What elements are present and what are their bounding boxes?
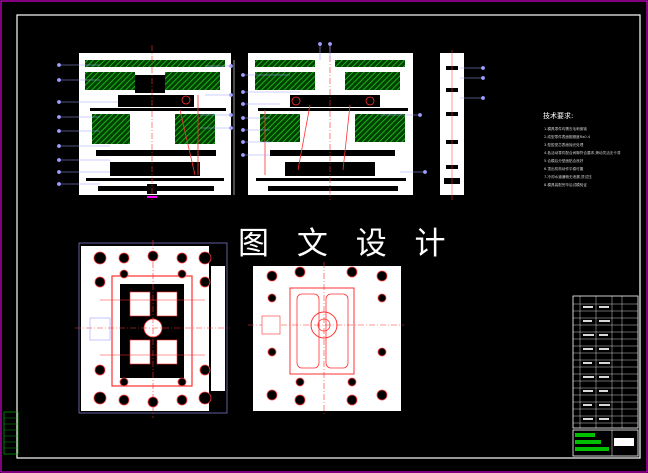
narrow-plate-view	[440, 50, 485, 200]
parts-list-table	[572, 295, 639, 429]
revision-block	[3, 411, 19, 455]
title-block	[572, 429, 639, 457]
technical-requirement-line: 5.合模后分型面贴合良好	[544, 159, 584, 163]
moving-half-plan-view	[75, 240, 230, 418]
technical-requirement-line: 4.各活动零件配合间隙符合要求,滑动灵活无卡滞	[544, 151, 621, 155]
technical-requirement-line: 6.顶出机构动作平稳可靠	[544, 167, 584, 171]
technical-requirement-line: 3.型腔型芯表面抛光处理	[544, 143, 584, 147]
technical-requirement-line: 8.模具装配完毕后试模验证	[544, 183, 587, 187]
side-view-leader-lines	[241, 42, 427, 174]
technical-requirement-line: 7.冷却水道通畅无泄漏,须试压	[544, 175, 592, 179]
technical-requirement-line: 1.模具零件均需去毛刺倒钝	[544, 127, 587, 131]
watermark-text: 图 文 设 计	[238, 226, 455, 262]
side-section-view	[248, 45, 413, 200]
front-view-leader-lines	[57, 60, 235, 195]
front-section-view	[79, 45, 231, 200]
fixed-half-plan-view	[248, 262, 404, 415]
technical-requirement-line: 2.成型零件表面粗糙度Ra0.4	[544, 135, 591, 139]
technical-requirements-title: 技术要求:	[543, 112, 574, 120]
